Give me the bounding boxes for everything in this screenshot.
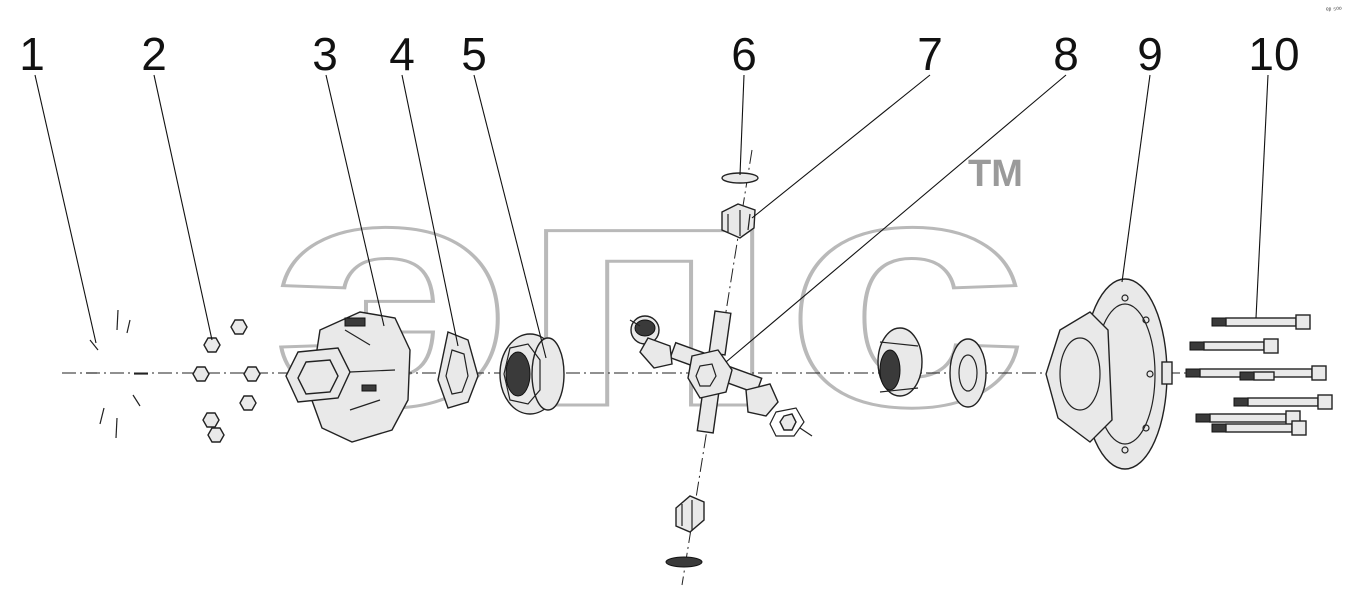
part-9-hub [1045,278,1173,470]
leader-10 [1255,74,1269,319]
leader-4 [401,74,459,347]
leader-5 [473,74,547,359]
part-1-pins [86,309,148,439]
callout-5: 5 [461,28,487,80]
part-8-spider-cross [629,310,813,437]
leader-7 [751,74,931,219]
callout-10: 10 [1248,28,1299,80]
callout-2: 2 [141,28,167,80]
leader-9 [1121,74,1151,283]
callout-numbers: 1 2 3 4 5 6 7 8 9 10 [19,28,1299,80]
part-5-sun-gear [499,333,565,415]
watermark-trademark: TM [968,153,1023,195]
part-2-nuts [192,319,261,443]
part-3-housing [285,311,411,443]
bottom-pinion-and-washer [665,495,705,568]
leader-lines [34,74,1269,363]
callout-9: 9 [1137,28,1163,80]
part-10-bolts [1185,314,1333,436]
callout-4: 4 [389,28,415,80]
leader-6 [739,74,745,176]
callout-6: 6 [731,28,757,80]
callout-7: 7 [917,28,943,80]
side-bevel-gear [877,327,987,408]
callout-3: 3 [312,28,338,80]
callout-1: 1 [19,28,45,80]
callout-8: 8 [1053,28,1079,80]
leader-2 [153,74,213,341]
leader-3 [325,74,385,327]
part-7-bevel-pinion [721,203,756,239]
corner-mark: ᵉᵖ ⁵⁰⁰ [1326,6,1342,14]
part-4-hex-washer [437,331,479,409]
leader-8 [725,74,1067,363]
leader-1 [34,74,97,344]
